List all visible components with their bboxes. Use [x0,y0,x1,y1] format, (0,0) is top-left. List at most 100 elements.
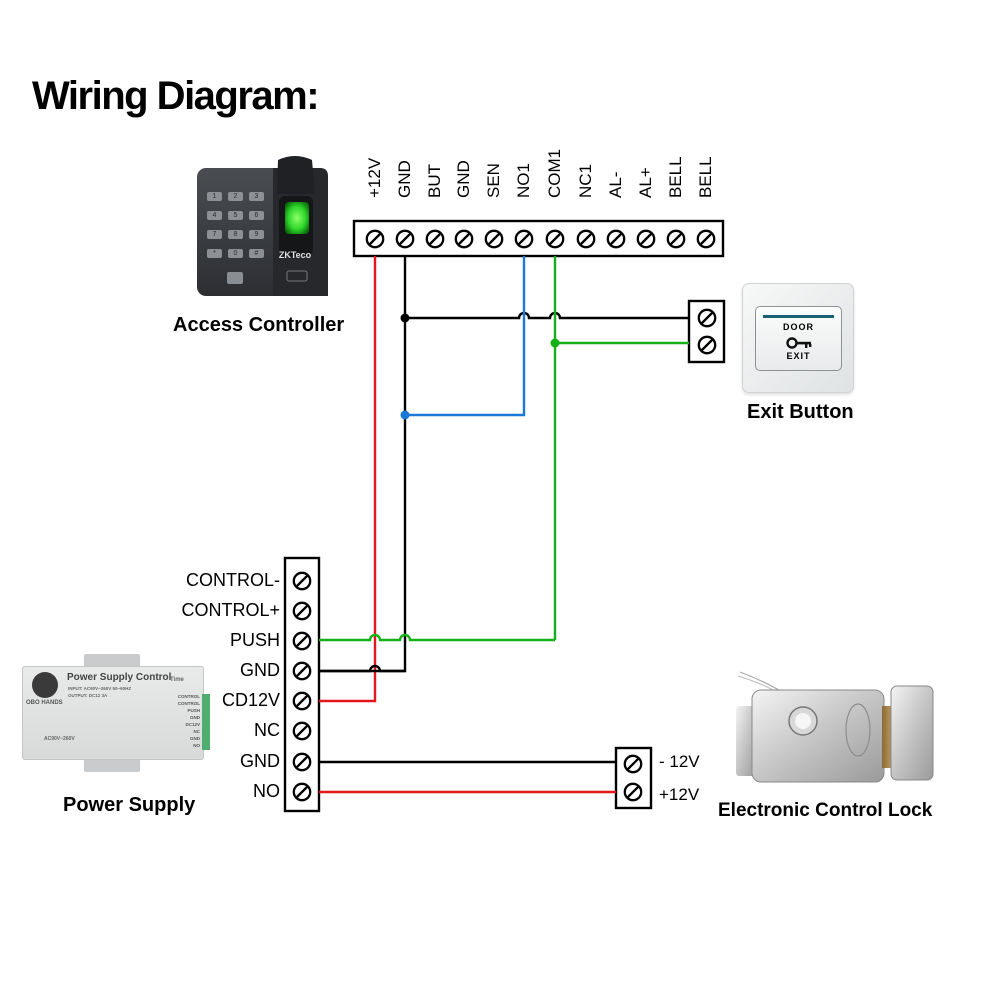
mini-terminal-label: NO [193,743,200,748]
screw-terminal-icon [292,752,312,772]
power-supply-body: OBO HANDS Power Supply Control INPUT: AC… [22,666,210,760]
power-supply-caption: Power Supply [63,794,196,816]
keypad-key[interactable]: * [207,249,222,258]
screw-terminal-icon [425,229,445,249]
power-supply-screws [292,571,312,802]
mini-terminal-label: GND [190,715,200,720]
power-supply-input-spec: INPUT: AC90V~260V 50~60HZ [68,686,132,691]
screw-terminal-icon [292,601,312,621]
exit-button-door-text: DOOR [783,322,814,332]
screw-terminal-icon [697,308,717,328]
mini-terminal-label: GND [190,736,200,741]
power-supply-terminal-label-gnd: GND [240,660,280,680]
screw-terminal-icon [395,229,415,249]
power-supply-rating: AC90V~260V [44,736,75,742]
screw-terminal-icon [696,229,716,249]
keypad-key[interactable]: 6 [249,211,264,220]
access-controller-caption: Access Controller [173,314,345,336]
mini-terminal-label: NC [193,729,201,734]
screw-terminal-icon [292,691,312,711]
screw-terminal-icon [623,754,643,774]
access-controller-screws [365,229,716,249]
keypad-key[interactable]: 4 [207,211,222,220]
screw-terminal-icon [365,229,385,249]
screw-terminal-icon [292,631,312,651]
junction-dot-com1 [550,338,560,348]
exit-button-device: DOOR EXIT [742,283,854,393]
electronic-lock-caption: Electronic Control Lock [718,800,933,821]
mini-terminal-label: PUSH [187,708,200,713]
mini-terminal-label: DC12V [185,722,200,727]
screw-terminal-icon [606,229,626,249]
lock-terminal-label-plus12v: +12V [659,785,700,804]
lock-key-icon [227,272,243,284]
access-controller-terminal-block [352,219,725,258]
wire-gnd-to-exit-button [405,311,689,320]
wire-no1-to-gnd [405,256,526,417]
screw-terminal-icon [514,229,534,249]
exit-button-caption: Exit Button [747,401,854,423]
screw-terminal-icon [484,229,504,249]
keypad-key[interactable]: 7 [207,230,222,239]
page-title: Wiring Diagram: [32,74,320,118]
keypad-key[interactable]: # [249,249,264,258]
screw-terminal-icon [454,229,474,249]
power-supply-mini-terminal-labels: CONTROL CONTROL PUSH GND DC12V NC GND NO [162,694,202,752]
keypad-key[interactable]: 3 [249,192,264,201]
screw-terminal-icon [545,229,565,249]
screw-terminal-icon [636,229,656,249]
screw-terminal-icon [292,721,312,741]
junction-dot-no1 [400,410,410,420]
keypad-key[interactable]: 1 [207,192,222,201]
power-supply-terminal-label-cd12v: CD12V [221,690,280,710]
keypad-key[interactable]: 8 [228,230,243,239]
lock-screws [623,754,643,802]
wire-gnd-to-ps-gnd [319,664,405,673]
power-supply-terminal-label-control-: CONTROL+ [181,600,280,620]
mini-terminal-label: CONTROL [177,701,200,706]
electronic-lock-image [736,671,934,783]
keypad-key[interactable]: 0 [228,249,243,258]
wire-com1-to-push [319,633,555,642]
hand-logo-icon [32,672,58,698]
screw-terminal-icon [292,782,312,802]
power-supply-green-terminal-strip [202,694,210,750]
screw-terminal-icon [697,335,717,355]
screw-terminal-icon [623,782,643,802]
keypad-key[interactable]: 2 [228,192,243,201]
mount-tab-bottom [84,758,140,772]
electronic-lock-device [736,664,936,784]
exit-button-indicator-strip [763,315,834,318]
svg-text:ZKTeco: ZKTeco [279,250,312,260]
wire-gnd-vertical [319,256,407,673]
keypad-key[interactable]: 9 [249,230,264,239]
key-icon [786,336,812,349]
power-supply-terminal-label-control-: CONTROL- [186,570,280,590]
power-supply-output-spec: OUTPUT: DC12 3A [68,693,108,698]
mini-terminal-label: CONTROL [177,694,200,699]
screw-terminal-icon [292,571,312,591]
mount-tab-top [84,654,140,668]
power-supply-device-title: Power Supply Control [67,672,172,683]
power-supply-terminal-label-gnd: GND [240,751,280,771]
power-supply-brand: OBO HANDS [26,700,63,706]
exit-button-face[interactable]: DOOR EXIT [755,306,842,371]
power-supply-device: OBO HANDS Power Supply Control INPUT: AC… [22,654,212,774]
junction-dot-gnd [400,313,410,323]
exit-button-screws [697,308,717,355]
screw-terminal-icon [576,229,596,249]
keypad-key[interactable]: 5 [228,211,243,220]
power-supply-terminal-label-push: PUSH [229,630,280,650]
screw-terminal-icon [292,661,312,681]
screw-terminal-icon [666,229,686,249]
power-supply-terminal-block [283,556,321,813]
exit-button-exit-text: EXIT [786,351,811,361]
power-supply-terminal-label-no: NO [253,781,280,801]
power-supply-terminal-label-nc: NC [254,720,280,740]
lock-terminal-label-minus12v: - 12V [659,752,700,771]
power-supply-timer-label: Time [170,677,184,683]
wire-plus12v-to-cd12v [319,256,377,703]
